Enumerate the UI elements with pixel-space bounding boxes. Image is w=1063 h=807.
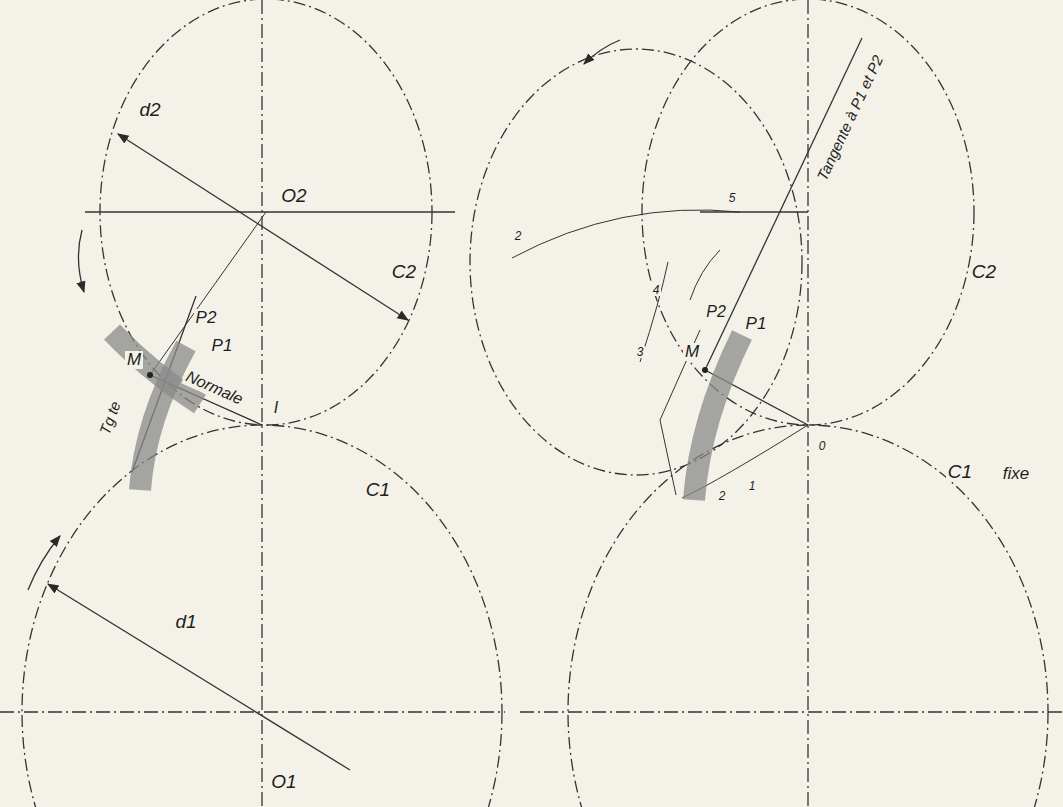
contact-point	[147, 372, 153, 378]
tooth-profile	[140, 346, 186, 490]
trajectory-curve	[690, 250, 720, 300]
circle-label: C2	[970, 262, 998, 282]
step-number: 5	[727, 192, 738, 205]
step-number: 0	[817, 440, 828, 453]
radius-line	[150, 212, 266, 375]
step-number: 3	[635, 346, 646, 359]
step-number: 2	[717, 490, 728, 503]
rotation-arrow	[28, 536, 60, 590]
diameter-label: d2	[137, 100, 162, 120]
step-number: 1	[747, 480, 758, 493]
axis-line	[520, 711, 1063, 712]
center-label: O2	[279, 186, 308, 206]
profile-label: P2	[704, 304, 728, 321]
axis-line	[261, 0, 262, 807]
point-label: M	[125, 351, 143, 369]
tangent-line	[705, 38, 862, 370]
contact-point	[702, 367, 708, 373]
tooth-profile	[694, 335, 742, 500]
dimension-line	[48, 584, 350, 770]
point-label: I	[272, 400, 280, 417]
center-label: O1	[269, 772, 298, 792]
rolled-circle	[470, 49, 802, 475]
axis-line	[85, 211, 455, 212]
pitch-circle	[642, 0, 974, 425]
circle-label: C1	[364, 480, 392, 500]
pitch-circle	[568, 425, 1048, 807]
rotation-arrow	[584, 40, 620, 64]
circle-label: C1	[946, 462, 974, 482]
diameter-label: d1	[173, 612, 198, 632]
axis-line	[0, 711, 505, 712]
profile-label: P1	[744, 315, 769, 333]
axis-line	[807, 0, 808, 807]
line-label: Tg te	[96, 397, 124, 438]
step-number: 2	[513, 230, 524, 243]
note-label: fixe	[1001, 465, 1031, 483]
rotation-arrow	[78, 230, 84, 292]
step-number: 4	[651, 284, 662, 297]
pitch-circle	[22, 425, 502, 807]
pitch-circle	[100, 0, 432, 425]
profile-label: P1	[210, 337, 235, 355]
axis-line	[700, 211, 808, 212]
dimension-line	[118, 134, 408, 320]
point-label: M	[683, 343, 701, 361]
circle-label: C2	[390, 262, 418, 282]
trajectory-curve	[512, 210, 740, 258]
profile-label: P2	[194, 309, 219, 327]
